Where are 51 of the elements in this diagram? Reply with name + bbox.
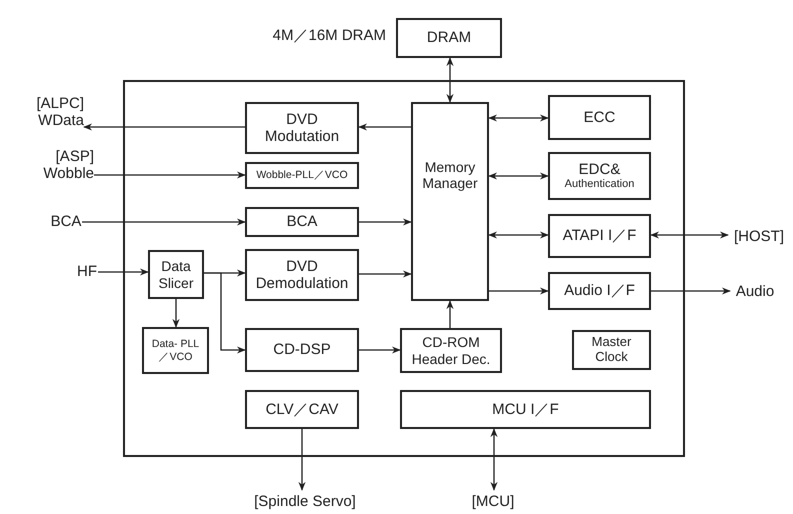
- block-box: DVD Modutation: [245, 102, 359, 154]
- arrow: [358, 123, 411, 131]
- arrow: [446, 57, 454, 103]
- block-box: Wobble-PLL／VCO: [245, 162, 359, 189]
- signal-label: Audio: [730, 281, 780, 303]
- block-box: Master Clock: [572, 330, 651, 370]
- arrow: [94, 171, 246, 179]
- arrow: [172, 299, 180, 328]
- block-box: MCU I／F: [400, 390, 651, 429]
- arrow: [359, 346, 401, 354]
- arrow: [490, 428, 498, 491]
- block-text: [ASP]: [56, 148, 94, 165]
- arrow: [488, 231, 549, 239]
- arrow: [98, 268, 149, 276]
- arrow: [651, 287, 731, 295]
- arrow: [489, 287, 549, 295]
- caption-label: 4M／16M DRAM: [272, 26, 386, 45]
- block-box: Data Slicer: [148, 250, 204, 299]
- block-box: DRAM: [396, 18, 502, 58]
- block-box: ATAPI I／F: [548, 214, 651, 258]
- block-text: Wobble: [43, 165, 94, 182]
- block-box: CLV／CAV: [245, 390, 359, 429]
- block-text: EDC&: [578, 161, 620, 178]
- arrow: [650, 231, 729, 239]
- signal-label: BCA: [50, 211, 82, 233]
- arrow: [488, 172, 549, 180]
- arrow: [204, 272, 246, 354]
- arrow: [82, 218, 246, 226]
- arrow: [488, 114, 549, 122]
- arrow: [83, 123, 245, 131]
- block-box: BCA: [245, 207, 359, 237]
- arrow: [359, 270, 412, 278]
- block-text: [ALPC]: [36, 94, 84, 112]
- signal-label: HF: [76, 261, 98, 283]
- signal-label: [Spindle Servo]: [236, 490, 374, 514]
- block-text: WData: [38, 112, 84, 130]
- signal-label: [HOST]: [728, 225, 790, 249]
- arrow: [446, 300, 454, 328]
- chip-block-outline: [123, 80, 685, 457]
- block-box: Data- PLL／VCO: [142, 327, 209, 374]
- block-text: Authentication: [564, 178, 634, 191]
- arrow: [298, 429, 306, 491]
- block-box: ECC: [548, 95, 651, 140]
- block-box: Audio I／F: [548, 272, 651, 310]
- block-box: CD-DSP: [245, 328, 359, 372]
- arrow: [359, 218, 412, 226]
- block-box: [548, 152, 651, 200]
- block-box: Memory Manager: [411, 102, 489, 301]
- signal-label: [MCU]: [466, 490, 520, 514]
- block-box: CD-ROM Header Dec.: [400, 328, 502, 373]
- block-box: DVD Demodulation: [245, 249, 359, 301]
